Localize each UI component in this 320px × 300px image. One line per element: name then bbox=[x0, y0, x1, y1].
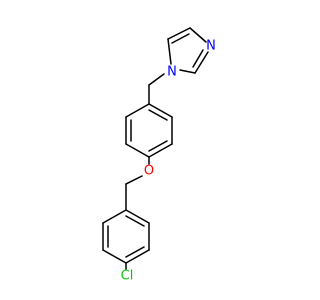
bond-c4-n3 bbox=[189, 27, 207, 43]
bond-o-ch2 bbox=[125, 175, 143, 185]
bond-ring1-d-inner bbox=[148, 140, 168, 152]
atom-cl: Cl bbox=[121, 269, 134, 284]
bond-n1-ch2 bbox=[148, 73, 165, 86]
atom-n-imine: N bbox=[206, 39, 216, 54]
bond-ring1-c bbox=[125, 143, 150, 158]
bond-ring1-a bbox=[125, 103, 150, 118]
atom-o-ether: O bbox=[144, 164, 154, 179]
structure-canvas: N N O Cl bbox=[102, 27, 216, 284]
bond-ring1-f-inner bbox=[148, 109, 168, 121]
bond-layer bbox=[102, 27, 209, 270]
atom-n-pyrrole: N bbox=[167, 65, 177, 80]
bond-ring2-c bbox=[102, 249, 127, 264]
bond-ring2-d-inner bbox=[125, 246, 145, 258]
bond-c5-c4-inner bbox=[171, 33, 190, 44]
atom-label-layer: N N O Cl bbox=[121, 39, 216, 284]
bond-ring2-a bbox=[102, 209, 127, 224]
bond-ring2-d bbox=[125, 249, 150, 264]
bond-ring1-d bbox=[148, 143, 173, 158]
bond-n3-c2-inner bbox=[192, 49, 204, 68]
bond-n3-c2 bbox=[194, 51, 209, 74]
bond-ring2-f-inner bbox=[125, 215, 145, 227]
bond-c5-c4 bbox=[167, 27, 191, 40]
bond-c2-n1 bbox=[179, 69, 196, 74]
molecule-drawing: N N O Cl bbox=[102, 27, 216, 284]
bond-n1-c5 bbox=[167, 38, 172, 65]
bond-ring1-f bbox=[148, 103, 173, 118]
bond-ring2-f bbox=[125, 209, 150, 224]
